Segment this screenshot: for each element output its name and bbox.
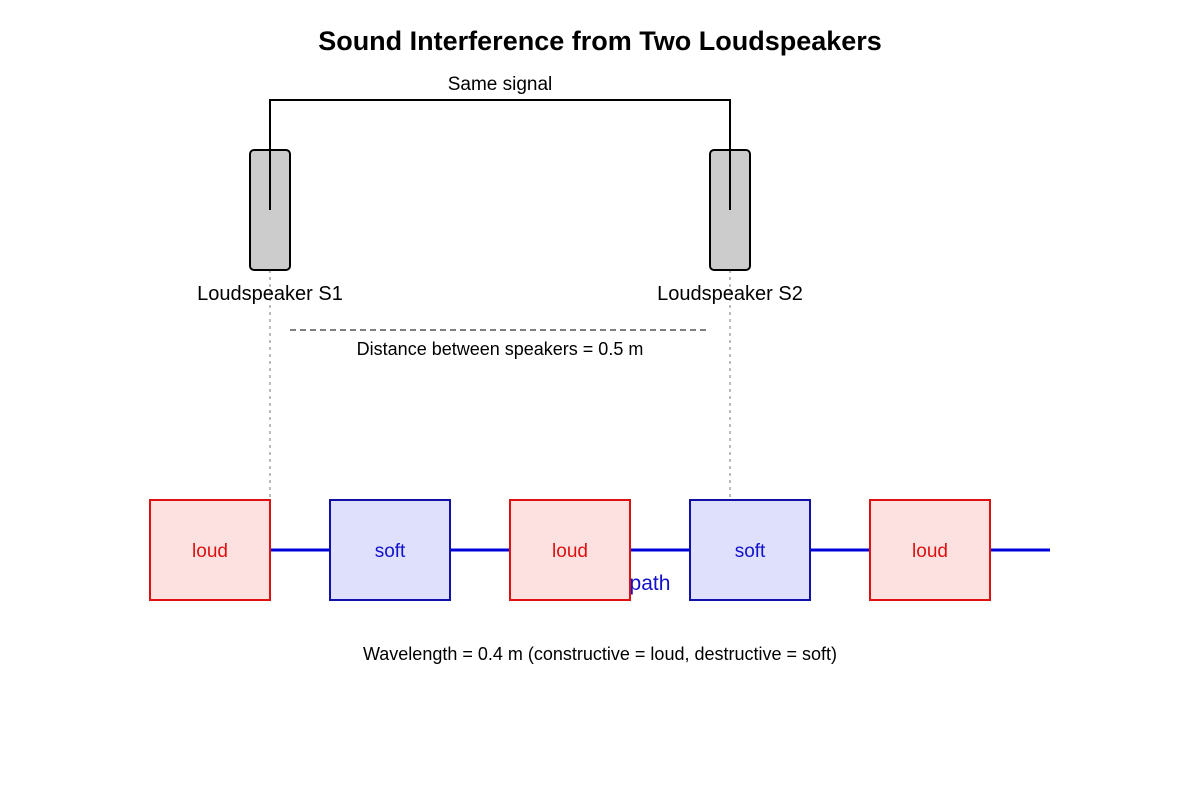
zone-box	[689, 499, 811, 601]
wavelength-label: Wavelength = 0.4 m (constructive = loud,…	[363, 644, 837, 664]
zone-soft-2: soft	[329, 499, 451, 601]
diagram-title: Sound Interference from Two Loudspeakers	[318, 26, 882, 56]
signal-label: Same signal	[448, 74, 553, 95]
speaker-s1-label: Loudspeaker S1	[197, 283, 343, 305]
zone-soft-4: soft	[689, 499, 811, 601]
zone-box	[869, 499, 991, 601]
zone-loud-3: loud	[509, 499, 631, 601]
speaker-s2-label: Loudspeaker S2	[657, 283, 803, 305]
zone-label: loud	[192, 541, 228, 562]
zone-label: soft	[375, 541, 406, 562]
zone-label: soft	[735, 541, 766, 562]
signal-wire	[269, 99, 731, 210]
speaker-s1	[249, 149, 291, 271]
zone-box	[149, 499, 271, 601]
zone-box	[329, 499, 451, 601]
zone-label: loud	[552, 541, 588, 562]
distance-label: Distance between speakers = 0.5 m	[357, 339, 644, 359]
interference-zones: loud soft loud soft loud	[149, 499, 991, 601]
zone-box	[509, 499, 631, 601]
zone-label: loud	[912, 541, 948, 562]
zone-loud-1: loud	[149, 499, 271, 601]
zone-loud-5: loud	[869, 499, 991, 601]
speaker-s2	[709, 149, 751, 271]
